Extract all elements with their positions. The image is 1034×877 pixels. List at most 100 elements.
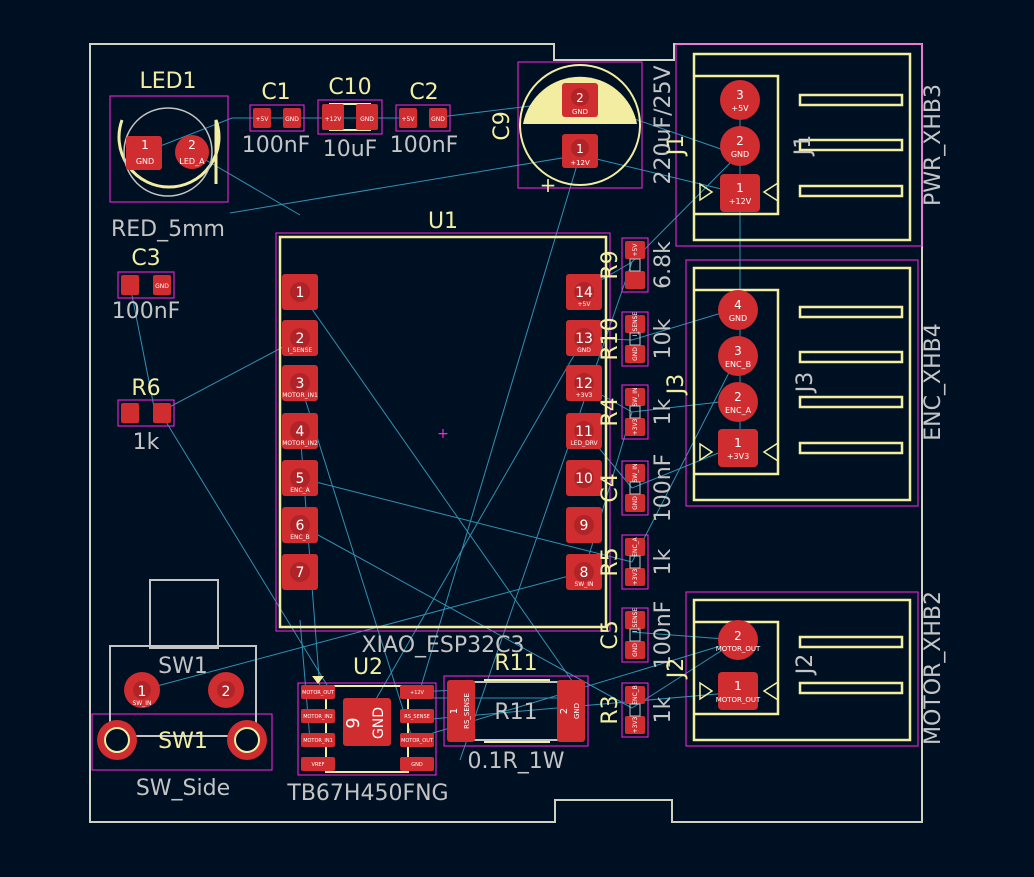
c4-pad-1[interactable]	[625, 464, 645, 482]
u1-drill-11	[574, 421, 594, 441]
c1-pad-1[interactable]	[253, 108, 271, 128]
u2-pad-right-3[interactable]	[400, 733, 434, 747]
r3-pad-2[interactable]	[625, 716, 645, 734]
c10-pad-2[interactable]	[356, 104, 378, 130]
u2-pad-left-4[interactable]	[301, 757, 335, 771]
r11-reference: R11	[494, 651, 537, 676]
j2-footprint[interactable]: 2 MOTOR_OUT 1 MOTOR_OUT J2 J2 MOTOR_XHB2	[664, 591, 946, 747]
c9-footprint[interactable]: + 2 GND 1 +12V C9 220uF/25V	[490, 61, 676, 197]
u1-drill-8	[574, 562, 594, 582]
c3-pad-2[interactable]	[153, 275, 171, 295]
j1-pad-1[interactable]	[720, 174, 760, 212]
r5-pad-2[interactable]	[625, 568, 645, 586]
u1-pin-net-8: SW_IN	[575, 581, 594, 588]
c2-pad-1[interactable]	[399, 108, 417, 128]
r9-pad-1[interactable]	[625, 241, 645, 259]
c9-drill-1	[571, 139, 589, 157]
c9-courtyard	[517, 61, 643, 189]
r4-pad-1[interactable]	[625, 388, 645, 406]
j3-pad1-num: 1	[734, 436, 742, 450]
r11-pad1-net: RS_SENSE	[463, 693, 471, 729]
c1-pad-2[interactable]	[283, 108, 301, 128]
r6-reference: R6	[131, 376, 160, 401]
c10-pad-1[interactable]	[322, 104, 344, 130]
c1-footprint[interactable]: +5V GND C1 100nF	[242, 80, 311, 158]
r10-courtyard	[621, 311, 649, 367]
r11-footprint[interactable]: 1 RS_SENSE 2 GND R11 R11 0.1R_1W	[443, 651, 589, 774]
u2-pad-left-1[interactable]	[301, 685, 335, 699]
j2-pin1-marker	[699, 681, 779, 701]
u1-drill-5	[290, 468, 310, 488]
r10-pad-1[interactable]	[625, 315, 645, 333]
r3-pad-1[interactable]	[625, 686, 645, 704]
sw1-pad1-net: SW_IN	[133, 700, 152, 707]
j2-pin-slots	[798, 635, 904, 695]
u1-pin-net-6: ENC_B	[290, 534, 310, 541]
r5-courtyard	[621, 534, 649, 590]
u2-exposed-pad[interactable]	[343, 698, 391, 746]
r4-courtyard	[621, 384, 649, 440]
u2-footprint[interactable]: MOTOR_OUTMOTOR_IN2MOTOR_IN1VREF+12VRS_SE…	[286, 655, 448, 806]
j2-pad-1[interactable]	[718, 672, 758, 710]
u2-value: TB67H450FNG	[286, 781, 448, 806]
j1-footprint[interactable]: 3 +5V 2 GND 1 +12V J1 J1 PWR_XHB3	[664, 43, 946, 247]
u1-courtyard	[275, 232, 611, 632]
j3-pad1-net: +3V3	[727, 452, 749, 461]
r4-pad-2[interactable]	[625, 418, 645, 436]
j1-pad-2[interactable]	[720, 126, 760, 166]
j1-pad-3[interactable]	[720, 80, 760, 120]
c3-pad-1[interactable]	[121, 275, 139, 295]
j3-pad-2[interactable]	[718, 382, 758, 422]
r5-pad-1[interactable]	[625, 538, 645, 556]
led1-pad-1[interactable]	[126, 136, 162, 170]
c5-pad-1[interactable]	[625, 611, 645, 629]
j3-pad-4[interactable]	[718, 290, 758, 330]
c3-footprint[interactable]: GND C3 100nF	[112, 246, 181, 324]
u2-pin1-marker	[312, 676, 324, 684]
j1-pad1-num: 1	[736, 181, 744, 195]
c10-footprint[interactable]: +12V GND C10 10uF	[317, 75, 383, 162]
u2-pad-right-4[interactable]	[400, 757, 434, 771]
r5-value: 1k	[651, 548, 676, 575]
c4-pad2-net: GND	[632, 496, 639, 510]
c9-pad1-num: 1	[576, 142, 584, 156]
u2-pad-right-1[interactable]	[400, 685, 434, 699]
u2-pad-left-2[interactable]	[301, 709, 335, 723]
board-outline	[89, 43, 923, 823]
c2-pad1-net: +5V	[402, 116, 416, 123]
j3-pad-1[interactable]	[718, 429, 758, 467]
u1-drill-13	[574, 328, 594, 348]
r6-pad-2[interactable]	[153, 403, 171, 423]
c2-footprint[interactable]: +5V GND C2 100nF	[390, 80, 459, 158]
u1-drill-2	[290, 328, 310, 348]
led1-footprint[interactable]: 1 GND 2 LED_A LED1 RED_5mm	[109, 69, 229, 242]
u2-pad-left-3[interactable]	[301, 733, 335, 747]
j3-footprint[interactable]: 4 GND 3 ENC_B 2 ENC_A 1 +3V3 J3 J3 ENC_X…	[664, 259, 946, 507]
c1-pad2-net: GND	[285, 116, 299, 123]
u1-footprint[interactable]: + U1 XIAO_ESP32C3 12I_SENSE3MOTOR_IN14MO…	[275, 209, 611, 658]
r6-footprint[interactable]: R6 1k	[117, 376, 175, 455]
r10-pad-2[interactable]	[625, 345, 645, 363]
c5-value: 100nF	[651, 601, 676, 670]
c4-pad-2[interactable]	[625, 494, 645, 512]
c5-pad-2[interactable]	[625, 641, 645, 659]
led1-pad-2[interactable]	[175, 135, 209, 169]
c2-pad-2[interactable]	[429, 108, 447, 128]
r6-pad-1[interactable]	[121, 403, 139, 423]
r11-pad-1[interactable]	[447, 680, 475, 742]
sw1-footprint[interactable]: 1 SW_IN 2 SW1 SW1 SW_Side	[91, 579, 273, 801]
u2-pad-right-2[interactable]	[400, 709, 434, 723]
j3-pad-3[interactable]	[718, 336, 758, 376]
r11-pad-2[interactable]	[557, 680, 585, 742]
j2-pad-2[interactable]	[718, 620, 758, 660]
r9-pad-2[interactable]	[625, 271, 645, 289]
j1-pin1-marker	[699, 182, 779, 202]
